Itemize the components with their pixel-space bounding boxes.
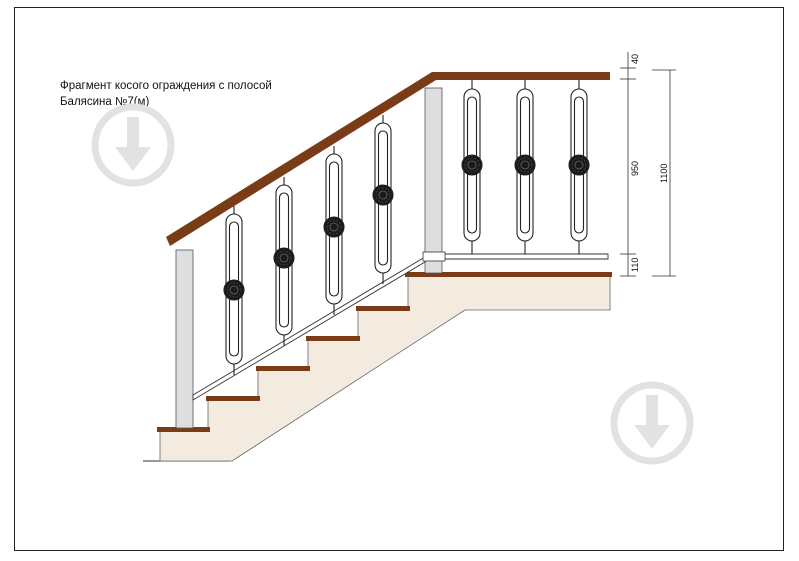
flat-balusters <box>461 80 590 254</box>
handrail-flat <box>432 72 610 80</box>
stair-treads <box>157 272 612 432</box>
bar-bracket <box>422 251 446 262</box>
drawing-frame <box>14 7 784 551</box>
stair-body <box>159 274 611 462</box>
download-watermark-icon <box>610 381 694 465</box>
start-post <box>175 249 194 429</box>
slanted-balusters <box>223 115 394 375</box>
dim-top-rail: 40 <box>630 54 640 64</box>
bottom-slant-bar <box>192 256 426 401</box>
dim-baluster-height: 950 <box>630 161 640 176</box>
download-watermark-icon <box>91 103 175 187</box>
handrail-slanted <box>166 72 436 246</box>
bottom-flat-bar <box>441 253 609 260</box>
middle-post <box>424 87 443 274</box>
dim-total-height: 1100 <box>659 164 669 183</box>
dimension-lines <box>620 52 676 277</box>
caption-title: Фрагмент косого ограждения с полосой <box>60 80 272 92</box>
dim-bottom-bar: 110 <box>630 258 640 272</box>
